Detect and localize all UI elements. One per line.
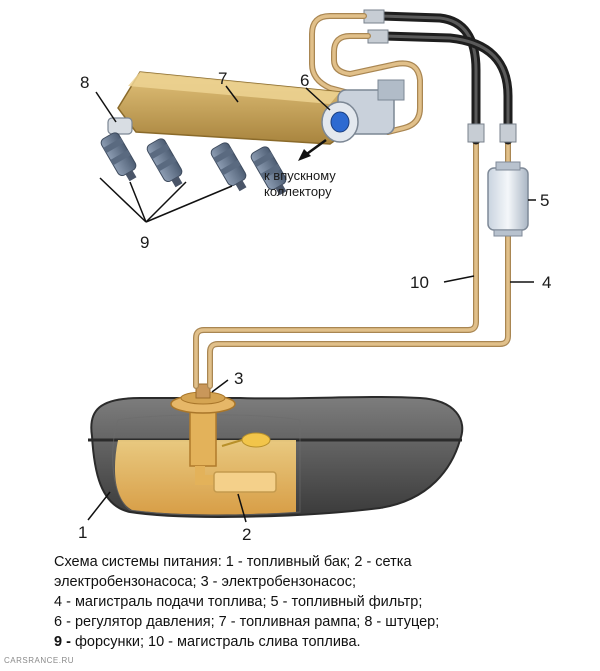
legend-line-4: 6 - регулятор давления; 7 - топливная ра… xyxy=(54,614,440,630)
legend-line-5-rest: форсунки; 10 - магистраль слива топлива. xyxy=(74,634,361,650)
legend-line-2: электробензонасоса; 3 - электробензонасо… xyxy=(54,574,356,590)
legend-caption: Схема системы питания: 1 - топливный бак… xyxy=(54,552,594,652)
injector-4 xyxy=(250,146,287,196)
callout-9: 9 xyxy=(140,233,149,252)
rail-tubes xyxy=(309,13,423,135)
float-sender xyxy=(241,432,271,448)
injector-1 xyxy=(100,132,137,182)
callout-7: 7 xyxy=(218,69,227,88)
fuel-lines xyxy=(193,137,511,389)
manifold-note-line2: коллектору xyxy=(264,184,332,199)
fuel-filter xyxy=(487,161,529,237)
pressure-regulator xyxy=(321,79,405,143)
legend-line-1: Схема системы питания: 1 - топливный бак… xyxy=(54,554,412,570)
legend-line-3: 4 - магистраль подачи топлива; 5 - топли… xyxy=(54,594,423,610)
manifold-note-line1: к впускному xyxy=(264,168,336,183)
electric-fuel-pump xyxy=(170,383,236,485)
pump-strainer xyxy=(213,471,277,493)
callout-5: 5 xyxy=(540,191,549,210)
callout-8: 8 xyxy=(80,73,89,92)
fuel-system-diagram: 8 7 6 9 5 10 4 3 1 2 к впускному коллект… xyxy=(78,9,551,544)
leader-lines xyxy=(87,85,536,523)
injectors xyxy=(100,132,287,196)
watermark: CARSRANCE.RU xyxy=(4,656,75,665)
injector-3 xyxy=(210,142,247,192)
injector-2 xyxy=(146,138,183,188)
legend-line-5-bold: 9 - xyxy=(54,634,75,650)
callout-10: 10 xyxy=(410,273,429,292)
callout-2: 2 xyxy=(242,525,251,544)
supply-line xyxy=(207,231,511,389)
fuel-tank xyxy=(88,396,464,518)
fuel-rail xyxy=(117,71,353,145)
rubber-hoses xyxy=(363,9,517,145)
callout-3: 3 xyxy=(234,369,243,388)
callout-6: 6 xyxy=(300,71,309,90)
callout-1: 1 xyxy=(78,523,87,542)
callout-4: 4 xyxy=(542,273,551,292)
legend-line-5: 9 - форсунки; 10 - магистраль слива топл… xyxy=(54,632,594,652)
fitting xyxy=(107,117,133,135)
manifold-arrow xyxy=(298,138,327,161)
